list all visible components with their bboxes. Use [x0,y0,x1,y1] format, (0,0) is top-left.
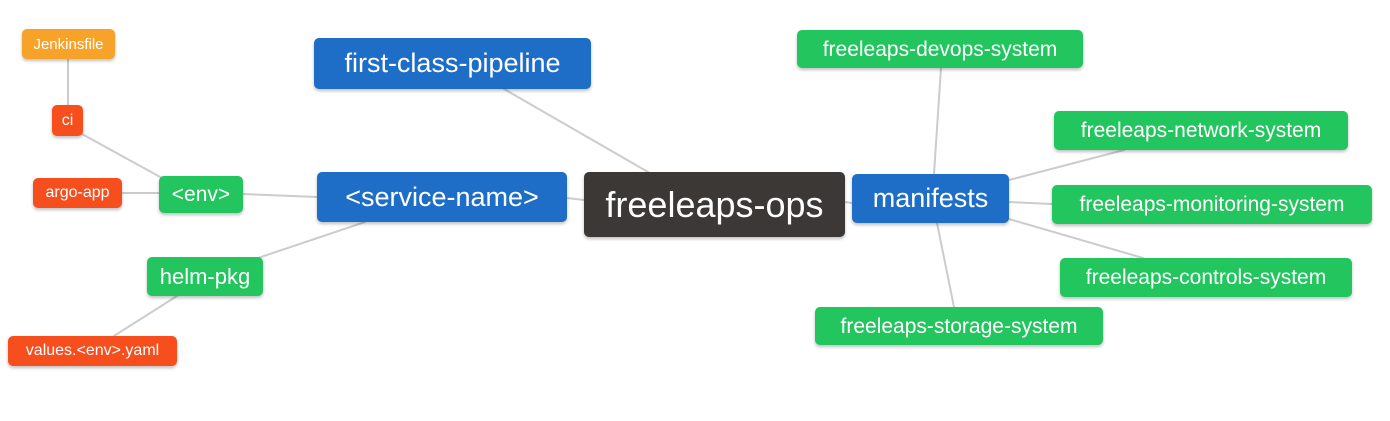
mindmap-node-values-env-yaml[interactable]: values.<env>.yaml [8,336,177,366]
edge-freeleaps-ops-to-manifests [844,201,853,204]
mindmap-node-freeleaps-ops[interactable]: freeleaps-ops [584,172,845,237]
mindmap-node-argo-app[interactable]: argo-app [33,178,122,208]
mindmap-node-manifests[interactable]: manifests [852,174,1009,223]
edge-manifests-to-freeleaps-devops-system [933,67,942,175]
edge-helm-pkg-to-values-env-yaml [113,295,178,337]
edge-first-class-pipeline-to-freeleaps-ops [503,88,649,173]
edge-manifests-to-freeleaps-controls-system [1008,218,1144,259]
mindmap-node-freeleaps-storage-system[interactable]: freeleaps-storage-system [815,307,1103,345]
edge-ci-to-env [81,133,163,179]
edge-env-to-service-name [242,193,318,198]
edge-manifests-to-freeleaps-monitoring-system [1008,201,1053,205]
mindmap-node-freeleaps-network-system[interactable]: freeleaps-network-system [1054,111,1348,150]
mindmap-node-freeleaps-devops-system[interactable]: freeleaps-devops-system [797,30,1083,68]
mindmap-node-freeleaps-controls-system[interactable]: freeleaps-controls-system [1060,258,1352,297]
mindmap-node-freeleaps-monitoring-system[interactable]: freeleaps-monitoring-system [1052,185,1372,224]
mindmap-node-env[interactable]: <env> [159,176,243,213]
mindmap-node-first-class-pipeline[interactable]: first-class-pipeline [314,38,591,89]
mindmap-node-ci[interactable]: ci [52,105,83,136]
edge-service-name-to-helm-pkg [257,221,366,259]
mindmap-node-helm-pkg[interactable]: helm-pkg [147,257,263,296]
mindmap-node-service-name[interactable]: <service-name> [317,172,567,222]
edge-manifests-to-freeleaps-storage-system [936,222,955,308]
edge-manifests-to-freeleaps-network-system [1008,149,1125,181]
edge-service-name-to-freeleaps-ops [566,197,585,201]
mindmap-node-jenkinsfile[interactable]: Jenkinsfile [22,29,115,59]
